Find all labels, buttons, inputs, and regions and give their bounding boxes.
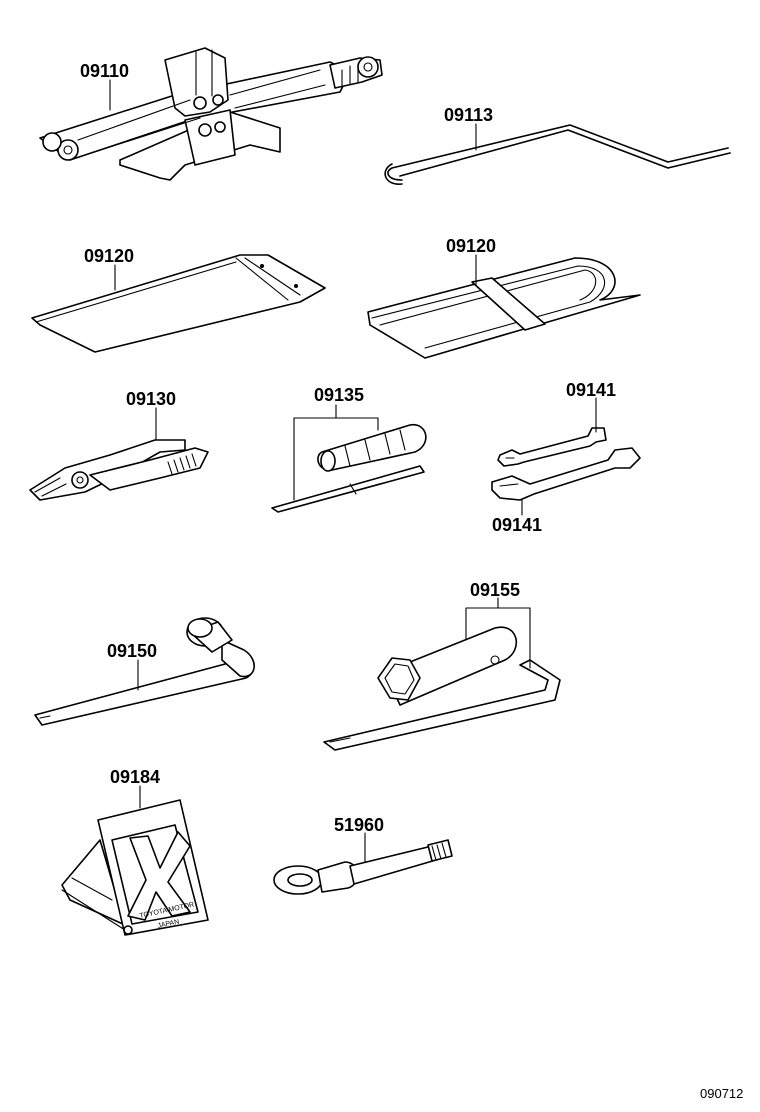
jack-handle-part-number: 09113 bbox=[444, 105, 493, 125]
pliers-drawing bbox=[29, 439, 209, 501]
screwdriver-leader bbox=[293, 404, 379, 501]
tool-bag-rolled-part-number: 09120 bbox=[446, 236, 496, 256]
towing-eye-part-number: 51960 bbox=[334, 815, 384, 835]
screwdriver-part-number: 09135 bbox=[314, 385, 364, 405]
wheel-chock-part-number: 09184 bbox=[110, 767, 160, 787]
wrench-upper-drawing bbox=[497, 427, 607, 467]
screwdriver-drawing bbox=[271, 424, 427, 513]
jack-drawing bbox=[39, 47, 383, 181]
tool-bag-flat-drawing bbox=[31, 254, 326, 353]
wrench-lower-drawing bbox=[491, 447, 641, 501]
diagram-code: 090712 bbox=[700, 1086, 743, 1101]
socket-wrench-part-number: 09155 bbox=[470, 580, 520, 600]
tool-bag-flat-part-number: 09120 bbox=[84, 246, 134, 266]
wheel-chock-drawing bbox=[61, 799, 209, 936]
socket-wrench-leader bbox=[465, 597, 531, 669]
wrench-upper-part-number: 09141 bbox=[566, 380, 616, 400]
socket-wrench-drawing bbox=[323, 626, 561, 751]
wheel-nut-wrench-part-number: 09150 bbox=[107, 641, 157, 661]
chock-stamp-line-2: JAPAN bbox=[157, 919, 180, 930]
wheel-nut-wrench-drawing bbox=[34, 617, 255, 726]
wrench-lower-part-number: 09141 bbox=[492, 515, 542, 535]
jack-part-number: 09110 bbox=[80, 61, 129, 81]
pliers-part-number: 09130 bbox=[126, 389, 176, 409]
tool-bag-rolled-drawing bbox=[367, 257, 641, 359]
towing-eye-drawing bbox=[273, 839, 453, 895]
jack-handle-drawing bbox=[384, 124, 731, 185]
